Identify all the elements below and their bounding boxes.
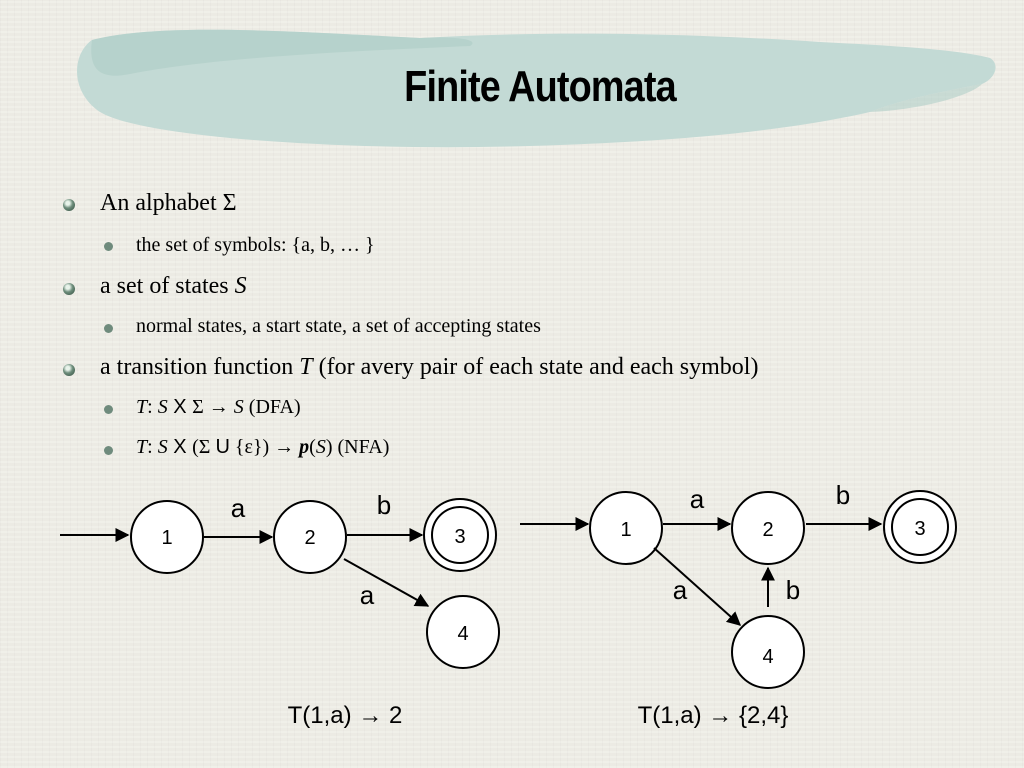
nfa-edge-4-2-label: b bbox=[786, 575, 800, 605]
sub-bullet-icon bbox=[104, 324, 113, 333]
dfa-state-1 bbox=[130, 500, 204, 574]
dfa-state-3-accept-ring bbox=[431, 506, 489, 564]
nfa-state-4 bbox=[731, 615, 805, 689]
dfa-diagram bbox=[60, 498, 500, 669]
bullet-alphabet: An alphabet Σ bbox=[100, 190, 237, 216]
title-banner bbox=[76, 29, 996, 148]
dfa-edge-1-2-label: a bbox=[231, 493, 246, 523]
dfa-caption: T(1,a) → 2 bbox=[288, 702, 403, 729]
nfa-state-3-accept-ring bbox=[891, 498, 949, 556]
arrow-icon: → bbox=[274, 436, 295, 458]
dfa-state-3-label: 3 bbox=[454, 526, 465, 548]
dfa-state-4 bbox=[426, 595, 500, 669]
nfa-state-4-label: 4 bbox=[762, 646, 773, 668]
nfa-state-3-label: 3 bbox=[914, 518, 925, 540]
bullet-transition: a transition function T (for avery pair … bbox=[100, 354, 759, 380]
dfa-state-2 bbox=[273, 500, 347, 574]
nfa-state-1-label: 1 bbox=[620, 519, 631, 541]
dfa-edge-2-4 bbox=[343, 558, 430, 607]
nfa-edge-1-4 bbox=[653, 547, 742, 626]
dfa-state-1-label: 1 bbox=[161, 527, 172, 549]
bullet-icon bbox=[63, 283, 75, 295]
nfa-state-2 bbox=[731, 491, 805, 565]
dfa-state-4-label: 4 bbox=[457, 623, 468, 645]
slide-title: Finite Automata bbox=[404, 62, 676, 111]
sub-bullet-icon bbox=[104, 242, 113, 251]
nfa-state-1 bbox=[589, 491, 663, 565]
dfa-state-2-label: 2 bbox=[304, 527, 315, 549]
nfa-diagram bbox=[520, 490, 957, 689]
nfa-edge-1-4-label: a bbox=[673, 575, 688, 605]
dfa-edge-2-3-label: b bbox=[377, 490, 391, 520]
sub-bullet-icon bbox=[104, 405, 113, 414]
nfa-state-3 bbox=[883, 490, 957, 564]
bullet-icon bbox=[63, 199, 75, 211]
nfa-state-2-label: 2 bbox=[762, 519, 773, 541]
nfa-edge-2-3-label: b bbox=[836, 480, 850, 510]
sub-bullet-state-kinds: normal states, a start state, a set of a… bbox=[136, 315, 541, 337]
bullet-icon bbox=[63, 364, 75, 376]
bullet-states: a set of states S bbox=[100, 273, 247, 299]
sub-bullet-dfa: T: S X Σ → S (DFA) bbox=[136, 396, 301, 418]
arrow-icon: → bbox=[208, 396, 229, 418]
sub-bullet-symbols: the set of symbols: {a, b, … } bbox=[136, 234, 375, 256]
dfa-state-3 bbox=[423, 498, 497, 572]
dfa-edge-2-4-label: a bbox=[360, 580, 375, 610]
sub-bullet-icon bbox=[104, 446, 113, 455]
nfa-edge-1-2-label: a bbox=[690, 484, 705, 514]
nfa-caption: T(1,a) → {2,4} bbox=[638, 702, 789, 729]
sub-bullet-nfa: T: S X (Σ U {ε}) → p(S) (NFA) bbox=[136, 436, 390, 458]
